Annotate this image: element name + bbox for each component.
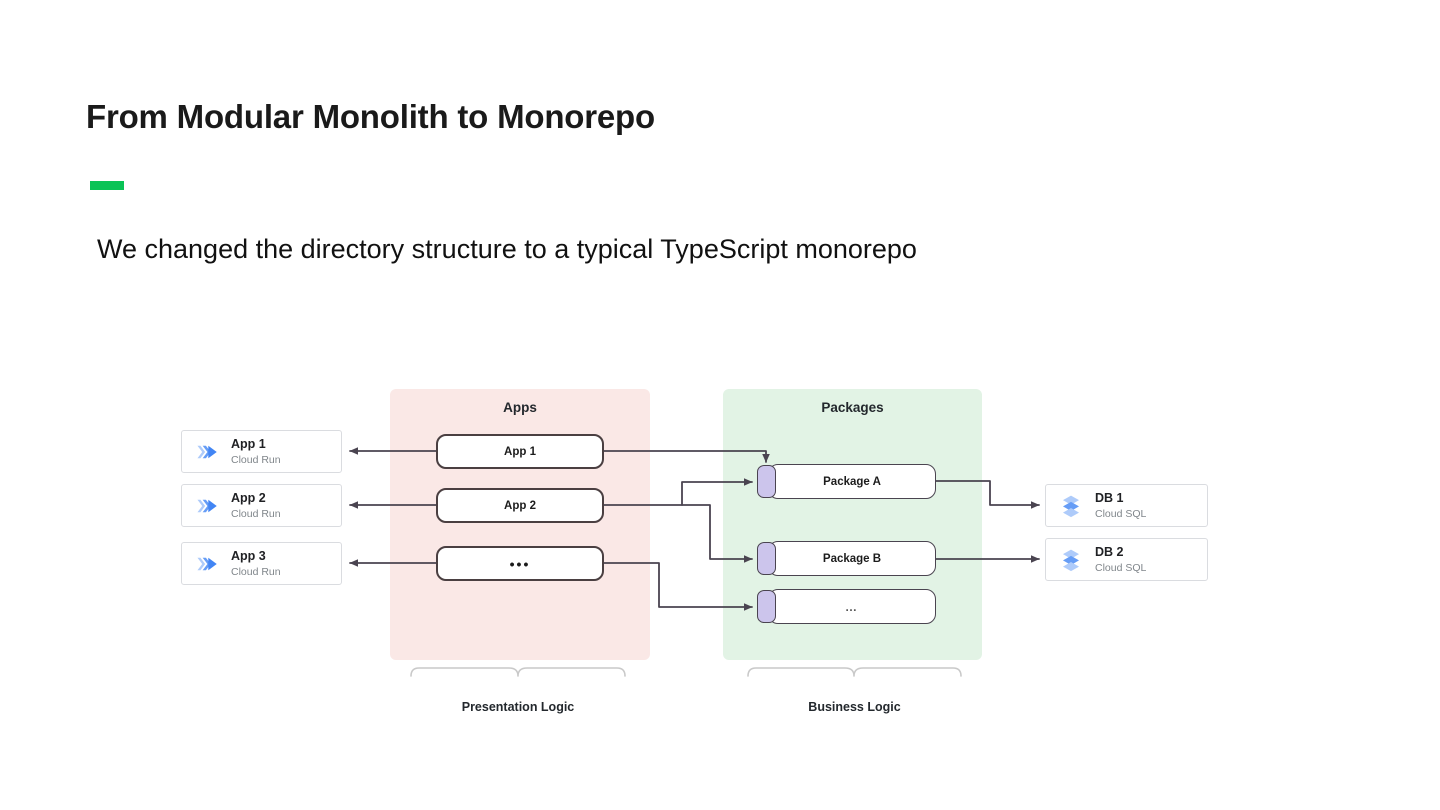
cloud-run-icon bbox=[197, 445, 217, 458]
package-connector-tab-b[interactable] bbox=[757, 542, 776, 575]
cloud-sql-icon bbox=[1062, 495, 1080, 517]
service-subtitle: Cloud Run bbox=[231, 507, 281, 520]
service-name: App 2 bbox=[231, 491, 266, 506]
package-box-a[interactable]: Package A bbox=[768, 464, 936, 499]
database-card-db-1[interactable]: DB 1 Cloud SQL bbox=[1045, 484, 1208, 527]
brace-label-business-logic: Business Logic bbox=[808, 700, 901, 714]
accent-bar bbox=[90, 181, 124, 190]
service-card-app-2[interactable]: App 2 Cloud Run bbox=[181, 484, 342, 527]
brace-packages bbox=[747, 667, 962, 677]
package-box-more[interactable]: … bbox=[768, 589, 936, 624]
cloud-run-icon bbox=[197, 499, 217, 512]
group-apps-title: Apps bbox=[503, 400, 537, 415]
cloud-run-icon bbox=[197, 557, 217, 570]
package-box-b[interactable]: Package B bbox=[768, 541, 936, 576]
service-card-app-3[interactable]: App 3 Cloud Run bbox=[181, 542, 342, 585]
database-name: DB 1 bbox=[1095, 491, 1124, 506]
service-subtitle: Cloud Run bbox=[231, 565, 281, 578]
database-name: DB 2 bbox=[1095, 545, 1124, 560]
page-title: From Modular Monolith to Monorepo bbox=[86, 98, 655, 135]
brace-label-presentation-logic: Presentation Logic bbox=[461, 700, 575, 714]
app-box-1[interactable]: App 1 bbox=[436, 434, 604, 469]
package-connector-tab-a[interactable] bbox=[757, 465, 776, 498]
database-card-db-2[interactable]: DB 2 Cloud SQL bbox=[1045, 538, 1208, 581]
app-box-3[interactable]: ••• bbox=[436, 546, 604, 581]
cloud-sql-icon bbox=[1062, 549, 1080, 571]
slide-subtitle: We changed the directory structure to a … bbox=[97, 234, 917, 264]
brace-apps bbox=[410, 667, 626, 677]
database-subtitle: Cloud SQL bbox=[1095, 561, 1147, 574]
service-name: App 3 bbox=[231, 549, 266, 564]
service-card-app-1[interactable]: App 1 Cloud Run bbox=[181, 430, 342, 473]
group-apps: Apps bbox=[390, 389, 650, 660]
service-subtitle: Cloud Run bbox=[231, 453, 281, 466]
app-box-2[interactable]: App 2 bbox=[436, 488, 604, 523]
database-subtitle: Cloud SQL bbox=[1095, 507, 1147, 520]
group-packages-title: Packages bbox=[821, 400, 884, 415]
service-name: App 1 bbox=[231, 437, 266, 452]
package-connector-tab-more[interactable] bbox=[757, 590, 776, 623]
